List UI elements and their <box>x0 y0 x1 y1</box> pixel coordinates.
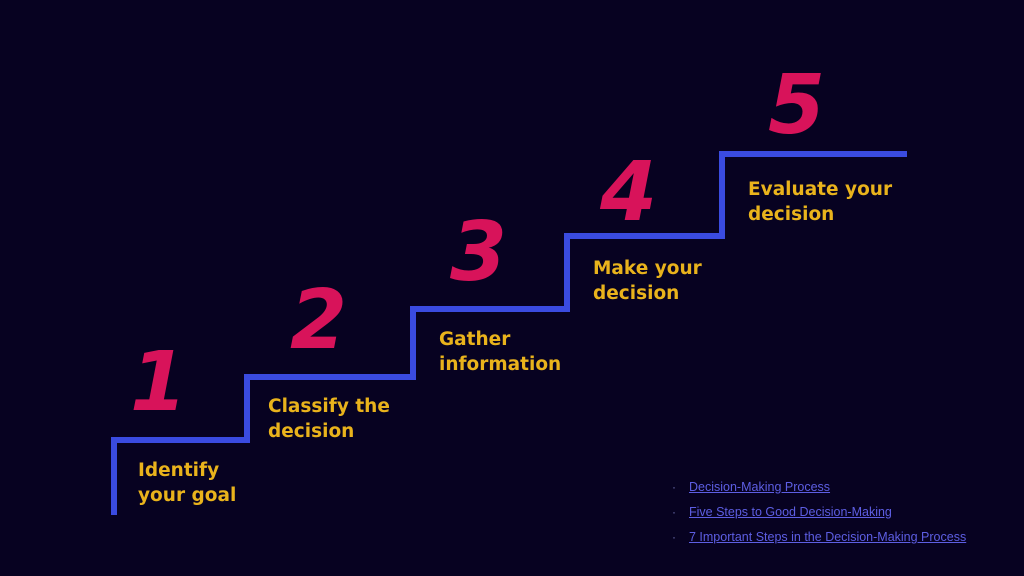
step-1-label: Identify your goal <box>138 460 237 506</box>
bullet-icon: · <box>672 480 676 494</box>
reference-link-item: · 7 Important Steps in the Decision-Maki… <box>672 528 966 553</box>
reference-link-3[interactable]: 7 Important Steps in the Decision-Making… <box>689 530 967 544</box>
step-5-number: 5 <box>768 58 825 153</box>
step-3-number: 3 <box>450 205 507 300</box>
bullet-icon: · <box>672 505 676 519</box>
reference-links: · Decision-Making Process · Five Steps t… <box>672 478 966 553</box>
step-1-number: 1 <box>130 335 187 430</box>
step-3-label: Gather information <box>439 329 562 375</box>
bullet-icon: · <box>672 530 676 544</box>
reference-link-1[interactable]: Decision-Making Process <box>689 480 831 494</box>
staircase-line <box>111 151 907 515</box>
step-5-label: Evaluate your decision <box>748 179 893 225</box>
step-2-number: 2 <box>290 273 347 368</box>
step-4-number: 4 <box>599 145 657 240</box>
reference-link-item: · Five Steps to Good Decision-Making <box>672 503 966 528</box>
step-2-label: Classify the decision <box>268 396 390 442</box>
reference-link-2[interactable]: Five Steps to Good Decision-Making <box>689 505 892 519</box>
step-4-label: Make your decision <box>593 258 702 304</box>
reference-link-item: · Decision-Making Process <box>672 478 966 503</box>
